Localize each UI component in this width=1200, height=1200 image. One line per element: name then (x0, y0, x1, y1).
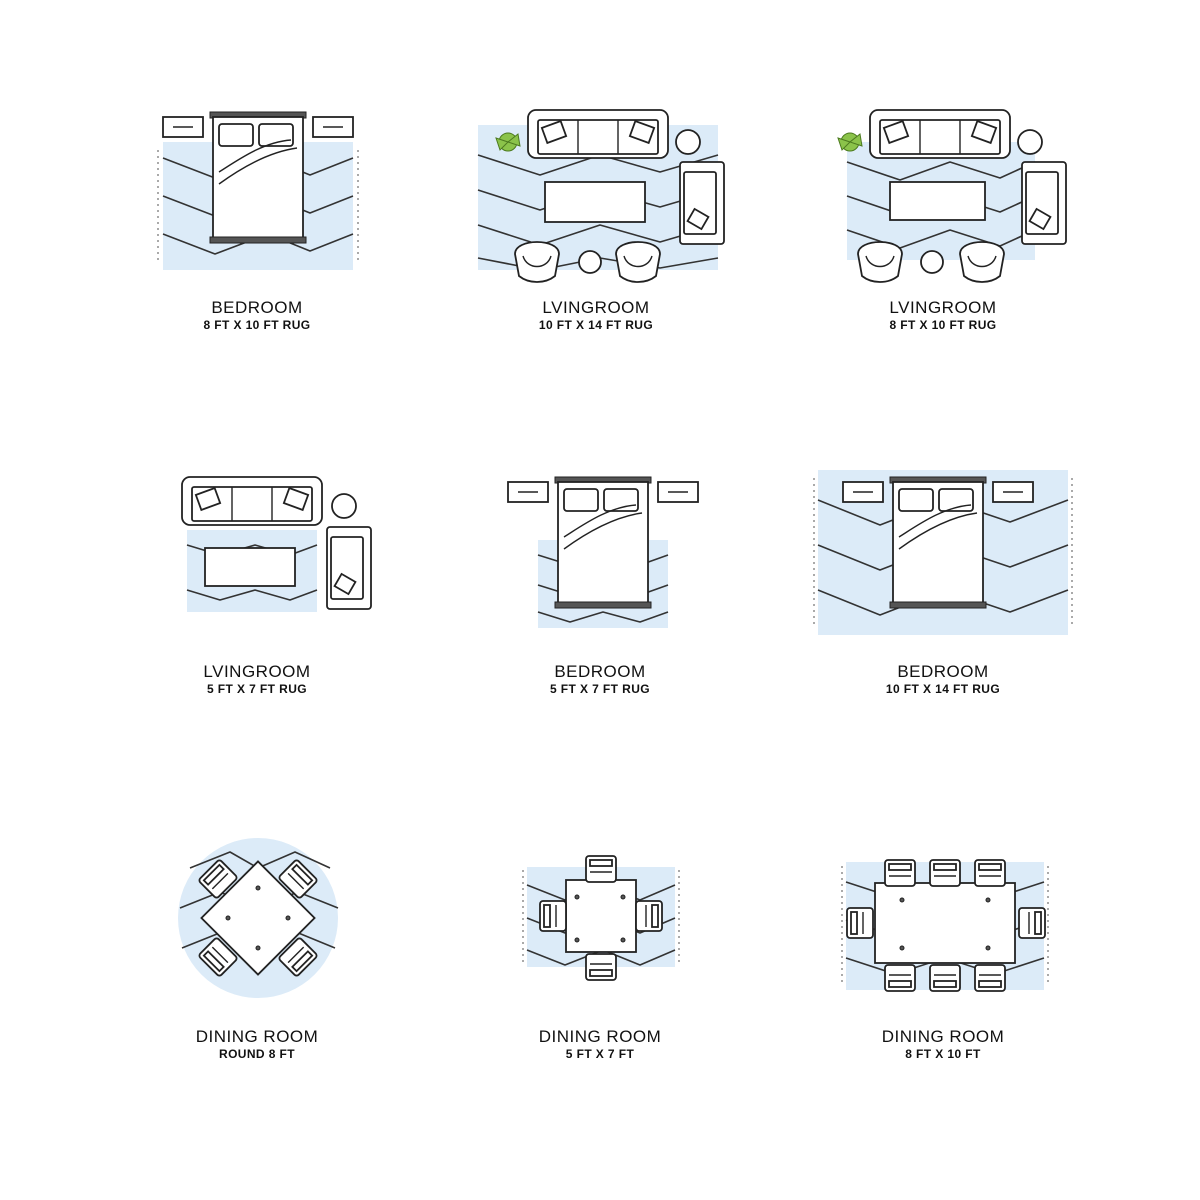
room-name: DINING ROOM (195, 1027, 319, 1046)
rug-size: 5 FT X 7 FT (565, 1047, 635, 1061)
sofa-icon (869, 109, 1011, 159)
caption-bedroom-10x14: BEDROOM 10 FT X 14 FT RUG (813, 662, 1073, 697)
rug-fringe (157, 150, 359, 262)
rug-size: ROUND 8 FT (219, 1047, 295, 1061)
dining-table (200, 860, 316, 976)
rug-fringe (522, 870, 680, 964)
layout-bedroom-8x10 (157, 111, 359, 270)
layout-living-5x7 (181, 476, 372, 612)
accent-chair-icon (959, 241, 1005, 283)
dining-table (874, 882, 1016, 964)
dining-chair-icon (846, 907, 874, 939)
rug-size: 8 FT X 10 FT (905, 1047, 981, 1061)
dining-chair-icon (635, 900, 663, 932)
layout-bedroom-10x14 (813, 470, 1073, 635)
layout-dining-5x7 (522, 855, 680, 981)
rug-size: 5 FT X 7 FT RUG (549, 682, 650, 696)
coffee-table (544, 181, 646, 223)
room-name: BEDROOM (211, 298, 303, 317)
dining-chair-icon (974, 859, 1006, 887)
side-table (578, 250, 602, 274)
armchair-icon (326, 526, 372, 610)
dining-chair-icon (585, 953, 617, 981)
side-table (920, 250, 944, 274)
side-table (1017, 129, 1043, 155)
layout-dining-round-8 (178, 838, 339, 998)
armchair-icon (679, 161, 725, 245)
caption-dining-round-8: DINING ROOM ROUND 8 FT (127, 1027, 387, 1062)
rug-size: 10 FT X 14 FT RUG (538, 318, 654, 332)
layout-dining-8x10 (841, 859, 1049, 992)
caption-dining-5x7: DINING ROOM 5 FT X 7 FT (470, 1027, 730, 1062)
dining-chair-icon (974, 964, 1006, 992)
rug-size: 8 FT X 10 FT RUG (203, 318, 311, 332)
dining-chair-icon (585, 855, 617, 883)
rug-fringe (813, 478, 1073, 628)
caption-living-10x14: LVINGROOM 10 FT X 14 FT RUG (466, 298, 726, 333)
dining-chair-icon (539, 900, 567, 932)
accent-chair-icon (615, 241, 661, 283)
sofa-icon (527, 109, 669, 159)
caption-living-8x10: LVINGROOM 8 FT X 10 FT RUG (813, 298, 1073, 333)
dining-chair-icon (884, 859, 916, 887)
rug-fringe (841, 866, 1049, 986)
sofa-icon (181, 476, 323, 526)
layout-bedroom-5x7 (507, 476, 699, 628)
caption-living-5x7: LVINGROOM 5 FT X 7 FT RUG (127, 662, 387, 697)
caption-bedroom-8x10: BEDROOM 8 FT X 10 FT RUG (127, 298, 387, 333)
layout-living-8x10 (837, 109, 1067, 283)
bed-icon (507, 476, 699, 609)
dining-chair-icon (929, 964, 961, 992)
room-name: LVINGROOM (542, 298, 650, 317)
dining-chair-icon (884, 964, 916, 992)
side-table (331, 493, 357, 519)
rug-size: 5 FT X 7 FT RUG (206, 682, 307, 696)
rug-size: 8 FT X 10 FT RUG (889, 318, 997, 332)
caption-dining-8x10: DINING ROOM 8 FT X 10 FT (813, 1027, 1073, 1062)
room-name: LVINGROOM (203, 662, 311, 681)
room-name: LVINGROOM (889, 298, 997, 317)
side-table (675, 129, 701, 155)
accent-chair-icon (514, 241, 560, 283)
room-name: DINING ROOM (538, 1027, 662, 1046)
coffee-table (204, 547, 296, 587)
layout-living-10x14 (477, 109, 725, 283)
accent-chair-icon (857, 241, 903, 283)
dining-chair-icon (1018, 907, 1046, 939)
armchair-icon (1021, 161, 1067, 245)
room-name: BEDROOM (554, 662, 646, 681)
rug-size: 10 FT X 14 FT RUG (885, 682, 1001, 696)
caption-bedroom-5x7: BEDROOM 5 FT X 7 FT RUG (470, 662, 730, 697)
dining-chair-icon (929, 859, 961, 887)
room-name: BEDROOM (897, 662, 989, 681)
room-name: DINING ROOM (881, 1027, 1005, 1046)
coffee-table (889, 181, 986, 221)
